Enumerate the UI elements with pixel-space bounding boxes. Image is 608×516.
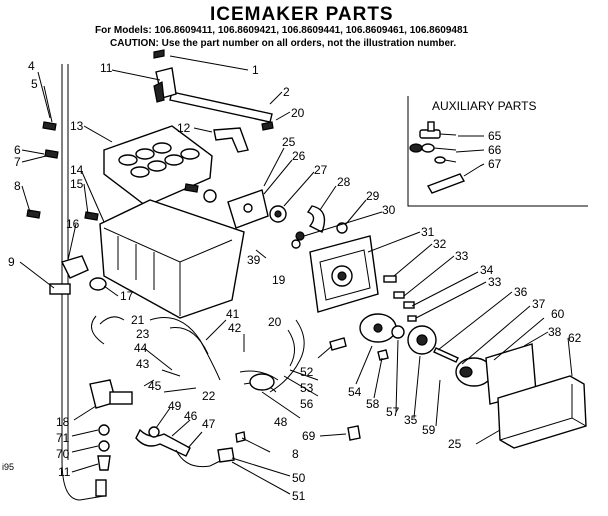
callout-29: 29	[366, 189, 380, 203]
callout-7: 7	[14, 155, 21, 169]
leader-lines	[19, 55, 573, 495]
callout-42: 42	[228, 321, 242, 335]
callout-53: 53	[300, 381, 314, 395]
callout-52: 52	[300, 365, 314, 379]
mold-housing	[99, 199, 245, 319]
callout-46: 46	[184, 409, 198, 423]
auxiliary-parts-box: AUXILIARY PARTS	[407, 96, 588, 207]
corner-mark: i95	[2, 462, 14, 472]
callout-65: 65	[488, 129, 502, 143]
callout-15: 15	[70, 177, 84, 191]
callout-48: 48	[274, 415, 288, 429]
callout-19: 19	[272, 273, 286, 287]
callout-22: 22	[202, 389, 216, 403]
callout-39: 39	[247, 253, 261, 267]
callout-57: 57	[386, 405, 400, 419]
callout-35: 35	[404, 413, 418, 427]
ice-tray	[103, 125, 217, 207]
callout-17: 17	[120, 289, 134, 303]
callout-30: 30	[382, 203, 396, 217]
callout-33a: 33	[455, 249, 469, 263]
callout-20: 20	[291, 106, 305, 120]
callout-1: 1	[252, 63, 259, 77]
callout-33b: 33	[488, 275, 502, 289]
callout-70: 70	[56, 447, 70, 461]
callout-12: 12	[177, 121, 191, 135]
callout-32: 32	[433, 237, 447, 251]
callout-8: 8	[14, 179, 21, 193]
tube-fitting	[426, 165, 481, 194]
callout-37: 37	[532, 297, 546, 311]
callout-20b: 20	[268, 315, 282, 329]
callout-49: 49	[168, 399, 182, 413]
callout-71: 71	[56, 431, 70, 445]
callout-59: 59	[422, 423, 436, 437]
callout-27: 27	[314, 163, 328, 177]
callout-11b: 11	[58, 465, 71, 479]
callout-50: 50	[292, 471, 306, 485]
caution-line: CAUTION: Use the part number on all orde…	[110, 38, 456, 49]
callout-54: 54	[348, 385, 362, 399]
callout-5: 5	[31, 77, 38, 91]
callout-38: 38	[548, 325, 562, 339]
callout-58: 58	[366, 397, 380, 411]
callout-13: 13	[70, 119, 84, 133]
callout-8b: 8	[292, 447, 299, 461]
control-housing	[309, 235, 379, 313]
washer-parts	[409, 143, 457, 164]
callout-25b: 25	[448, 437, 462, 451]
callout-43: 43	[136, 357, 150, 371]
callout-34: 34	[480, 263, 494, 277]
callout-62: 62	[568, 331, 582, 345]
callout-60: 60	[551, 307, 565, 321]
callout-41: 41	[226, 307, 240, 321]
callout-56: 56	[300, 397, 314, 411]
valve-part	[419, 121, 457, 139]
callout-11: 11	[100, 61, 113, 75]
callout-labels: 1 2 20 11 12 4 5 13 25 26 27 28 29 30 6 …	[8, 59, 582, 503]
parts-line-art	[26, 49, 587, 501]
callout-16: 16	[66, 217, 80, 231]
callout-25: 25	[282, 135, 296, 149]
callout-31: 31	[421, 225, 435, 239]
callout-67: 67	[488, 157, 502, 171]
callout-14: 14	[70, 163, 84, 177]
models-line: For Models: 106.8609411, 106.8609421, 10…	[95, 25, 469, 36]
callout-4: 4	[28, 59, 35, 73]
callout-21: 21	[131, 313, 145, 327]
auxiliary-title: AUXILIARY PARTS	[432, 99, 537, 113]
callout-18: 18	[56, 415, 70, 429]
callout-36: 36	[514, 285, 528, 299]
callout-6: 6	[14, 143, 21, 157]
callout-45: 45	[148, 379, 162, 393]
callout-23: 23	[136, 327, 150, 341]
callout-44: 44	[134, 341, 148, 355]
callout-66: 66	[488, 143, 502, 157]
callout-51: 51	[292, 489, 306, 503]
callout-69: 69	[302, 429, 316, 443]
callout-2: 2	[283, 85, 290, 99]
callout-47: 47	[202, 417, 216, 431]
callout-28: 28	[337, 175, 351, 189]
callout-9: 9	[8, 255, 15, 269]
callout-26: 26	[292, 149, 306, 163]
diagram-title: ICEMAKER PARTS	[210, 4, 394, 25]
